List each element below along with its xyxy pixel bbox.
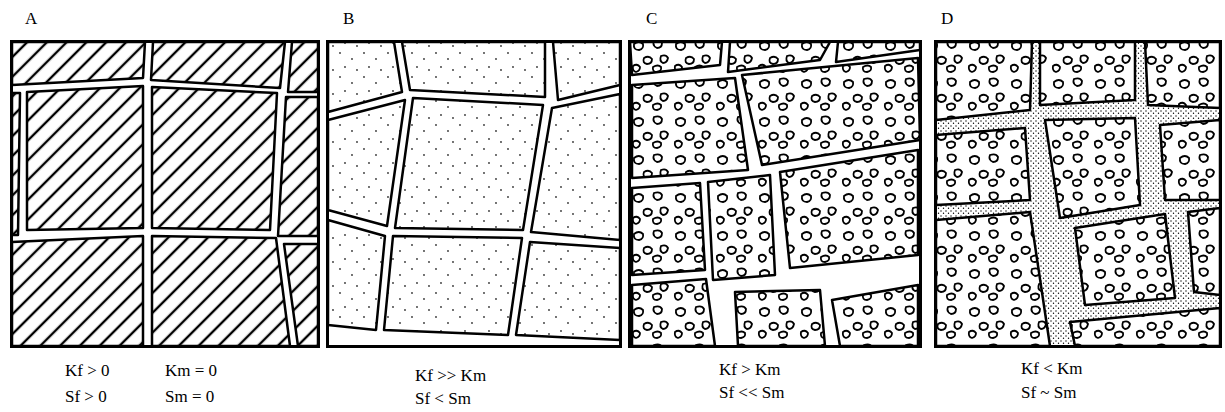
- fracture-panel: DKf < KmSf ~ Sm: [934, 40, 1222, 348]
- caption-text: Sf ~ Sm: [1021, 383, 1077, 403]
- fracture-panel: CKf > KmSf << Sm: [628, 40, 922, 348]
- caption-text: Kf > Km: [719, 360, 781, 380]
- caption-text: Kf > 0: [65, 361, 110, 381]
- panel-c-blocks: [628, 40, 922, 348]
- panel-b-blocks: [326, 40, 622, 348]
- caption-text: Sm = 0: [165, 387, 214, 407]
- panel-letter: B: [343, 9, 354, 29]
- fracture-panel: AKf > 0Km = 0Sf > 0Sm = 0: [10, 40, 320, 348]
- caption-text: Kf < Km: [1021, 359, 1083, 379]
- fracture-panel: BKf >> KmSf < Sm: [326, 40, 622, 348]
- panel-letter: C: [646, 9, 657, 29]
- caption-text: Sf < Sm: [415, 389, 471, 409]
- panel-a-blocks: [10, 40, 320, 348]
- caption-text: Sf << Sm: [719, 383, 784, 403]
- panel-letter: D: [941, 9, 953, 29]
- caption-text: Sf > 0: [65, 387, 107, 407]
- caption-text: Kf >> Km: [415, 366, 486, 386]
- panel-d-blocks: [934, 40, 1222, 348]
- caption-text: Km = 0: [165, 361, 217, 381]
- panel-letter: A: [25, 9, 37, 29]
